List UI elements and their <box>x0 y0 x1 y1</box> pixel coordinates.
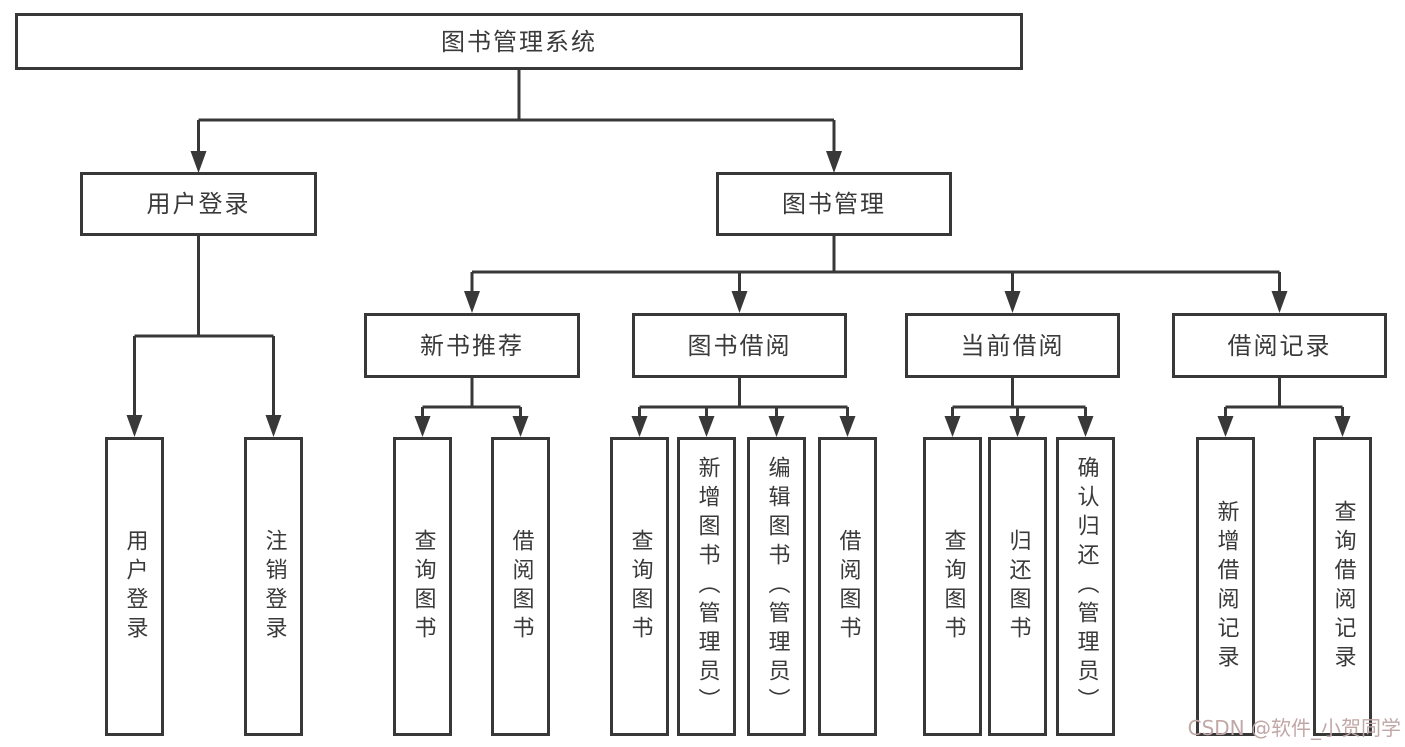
csdn-watermark: CSDN @软件_小贺同学 <box>1187 716 1401 740</box>
node-label: 图书借阅 <box>687 331 792 360</box>
leaf-borrow-add-books-admin: 新增图书（管理员） <box>677 437 736 736</box>
leaf-label: 借阅图书 <box>508 528 534 645</box>
node-borrow-records: 借阅记录 <box>1172 313 1387 378</box>
leaf-borrow-edit-books-admin: 编辑图书（管理员） <box>747 437 806 736</box>
leaf-user-login: 用户登录 <box>105 437 164 736</box>
leaf-label: 查询借阅记录 <box>1330 499 1356 674</box>
node-label: 图书管理 <box>782 190 886 218</box>
leaf-current-confirm-return-admin: 确认归还（管理员） <box>1056 437 1115 736</box>
node-label: 借阅记录 <box>1227 331 1332 360</box>
leaf-label: 归还图书 <box>1005 528 1031 645</box>
node-book-borrow: 图书借阅 <box>632 313 847 378</box>
leaf-label: 新增图书（管理员） <box>694 456 720 717</box>
leaf-current-return-books: 归还图书 <box>988 437 1047 736</box>
leaf-label: 编辑图书（管理员） <box>764 456 790 717</box>
leaf-label: 确认归还（管理员） <box>1073 456 1099 717</box>
leaf-label: 用户登录 <box>122 528 148 645</box>
leaf-label: 查询图书 <box>627 528 653 645</box>
leaf-records-query-record: 查询借阅记录 <box>1313 437 1372 736</box>
node-label: 新书推荐 <box>420 331 524 360</box>
node-current-borrow: 当前借阅 <box>905 313 1120 378</box>
leaf-current-query-books: 查询图书 <box>923 437 982 736</box>
leaf-newbooks-borrow-books: 借阅图书 <box>491 437 550 736</box>
leaf-records-add-record: 新增借阅记录 <box>1196 437 1255 736</box>
node-label: 图书管理系统 <box>441 27 597 56</box>
node-book-management: 图书管理 <box>716 172 952 236</box>
node-label: 用户登录 <box>146 190 251 218</box>
node-user-login: 用户登录 <box>80 172 317 236</box>
leaf-label: 查询图书 <box>410 528 436 645</box>
leaf-label: 借阅图书 <box>835 528 861 645</box>
leaf-label: 新增借阅记录 <box>1213 499 1239 674</box>
node-label: 当前借阅 <box>960 331 1065 360</box>
leaf-newbooks-query-books: 查询图书 <box>393 437 452 736</box>
leaf-label: 查询图书 <box>940 528 966 645</box>
leaf-logout: 注销登录 <box>244 437 303 736</box>
leaf-label: 注销登录 <box>261 528 287 645</box>
arrowheads <box>126 151 1351 437</box>
node-library-management-system: 图书管理系统 <box>15 13 1023 70</box>
leaf-borrow-borrow-books: 借阅图书 <box>818 437 877 736</box>
node-new-book-recommend: 新书推荐 <box>364 313 580 378</box>
leaf-borrow-query-books: 查询图书 <box>610 437 669 736</box>
